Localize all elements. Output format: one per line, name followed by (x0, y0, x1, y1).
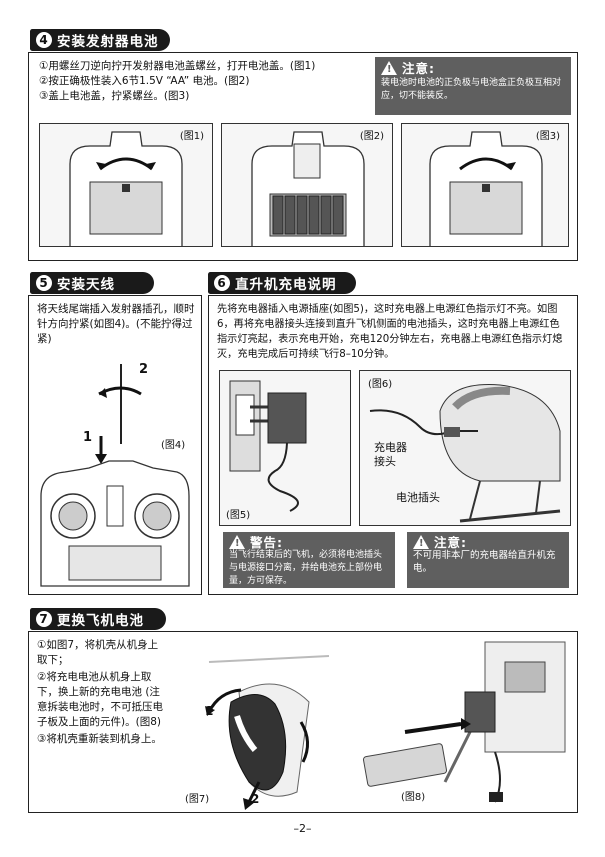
section-number: 6 (214, 275, 230, 291)
transmitter-back-illustration (69, 131, 183, 246)
step-1: ①如图7，将机壳从机身上取下； (37, 639, 159, 666)
helicopter-canopy-illustration (205, 655, 330, 810)
section-number: 7 (36, 611, 52, 627)
note-title: 注意: (434, 534, 467, 550)
section-title: 直升机充电说明 (235, 277, 337, 293)
section-7-header: 7 更换飞机电池 (30, 608, 166, 630)
arrow-label-2: 2 (139, 362, 149, 377)
figure-5: (图5) (219, 370, 351, 526)
section-6-header: 6 直升机充电说明 (208, 272, 356, 294)
section-5-header: 5 安装天线 (30, 272, 154, 294)
step-2: ②按正确极性装入6节1.5V “AA” 电池。(图2) (39, 75, 250, 87)
step-1: ①用螺丝刀逆向拧开发射器电池盖螺丝，打开电池盖。(图1) (39, 60, 316, 72)
arrow-label-2: 2 (251, 792, 260, 806)
section-number: 4 (36, 32, 52, 48)
section-5-frame: 将天线尾端插入发射器插孔，顺时针方向拧紧(如图4)。(不能拧得过紧) (图4) … (28, 295, 202, 595)
figure-5-label: (图5) (226, 510, 251, 521)
charger-plug-label: 充电器 接头 (374, 441, 407, 468)
note-text: 装电池时电池的正负极与电池盒正负极互相对应，切不能装反。 (381, 78, 562, 101)
battery-note-box: 注意: 装电池时电池的正负极与电池盒正负极互相对应，切不能装反。 (375, 57, 571, 115)
note-text: 不可用非本厂的充电器给直升机充电。 (413, 550, 556, 574)
section-6-frame: 先将充电器插入电源插座(如图5)，这时充电器上电源红色指示灯不亮。如图6，再将充… (208, 295, 578, 595)
helicopter-battery-illustration (362, 641, 566, 803)
warning-icon (413, 535, 429, 550)
helicopter-charging-illustration (369, 384, 561, 523)
transmitter-batteries-illustration (251, 131, 365, 246)
figure-3-label: (图3) (535, 131, 560, 142)
transmitter-close-illustration (429, 131, 543, 246)
section-7-frame: ①如图7，将机壳从机身上取下； ②将充电电池从机身上取下，换上新的充电电池 (注… (28, 631, 578, 813)
figure-2-label: (图2) (359, 131, 384, 142)
figure-2: (图2) (221, 123, 393, 247)
page-number: –2– (293, 822, 312, 835)
figure-6-label: (图6) (368, 379, 393, 390)
storage-warning-box: 警告: 当飞行结束后的飞机，必须将电池插头与电源接口分离，并给电池充上部份电量，… (223, 532, 395, 588)
figure-7-label: (图7) (185, 794, 210, 805)
figure-8-label: (图8) (401, 792, 426, 803)
section-7-steps: ①如图7，将机壳从机身上取下； ②将充电电池从机身上取下，换上新的充电电池 (注… (37, 638, 165, 747)
arrow-label-1: 1 (83, 430, 93, 445)
figure-1: (图1) (39, 123, 213, 247)
charger-socket-illustration (229, 380, 307, 512)
step-3: ③盖上电池盖，拧紧螺丝。(图3) (39, 90, 190, 102)
antenna-transmitter-illustration (40, 364, 190, 587)
step-2: ②将充电电池从机身上取下，换上新的充电电池 (注意拆装电池时，不可抵压电子板及上… (37, 671, 163, 728)
section-title: 安装天线 (57, 277, 115, 293)
warning-title: 警告: (250, 534, 283, 550)
figure-4-label: (图4) (161, 440, 186, 451)
section-4-steps: ①用螺丝刀逆向拧开发射器电池盖螺丝，打开电池盖。(图1) ②按正确极性装入6节1… (39, 59, 369, 104)
figure-1-label: (图1) (179, 131, 204, 142)
section-4-frame: ①用螺丝刀逆向拧开发射器电池盖螺丝，打开电池盖。(图1) ②按正确极性装入6节1… (28, 52, 578, 261)
section-number: 5 (36, 275, 52, 291)
warning-icon (229, 535, 245, 550)
charger-note-box: 注意: 不可用非本厂的充电器给直升机充电。 (407, 532, 569, 588)
note-title: 注意: (402, 60, 435, 76)
section-title: 安装发射器电池 (57, 34, 159, 50)
figure-6: (图6) 充电器 接头 电池插头 (359, 370, 571, 526)
warning-icon (381, 61, 397, 76)
figure-3: (图3) (401, 123, 569, 247)
step-3: ③将机壳重新装到机身上。 (37, 733, 162, 745)
warning-text: 当飞行结束后的飞机，必须将电池插头与电源接口分离，并给电池充上部份电量，方可保存… (229, 550, 383, 586)
section-5-text: 将天线尾端插入发射器插孔，顺时针方向拧紧(如图4)。(不能拧得过紧) (37, 303, 195, 345)
battery-plug-label: 电池插头 (396, 491, 440, 504)
section-6-text: 先将充电器插入电源插座(如图5)，这时充电器上电源红色指示灯不亮。如图6，再将充… (217, 304, 563, 360)
section-4-header: 4 安装发射器电池 (30, 29, 170, 51)
section-title: 更换飞机电池 (57, 613, 144, 629)
